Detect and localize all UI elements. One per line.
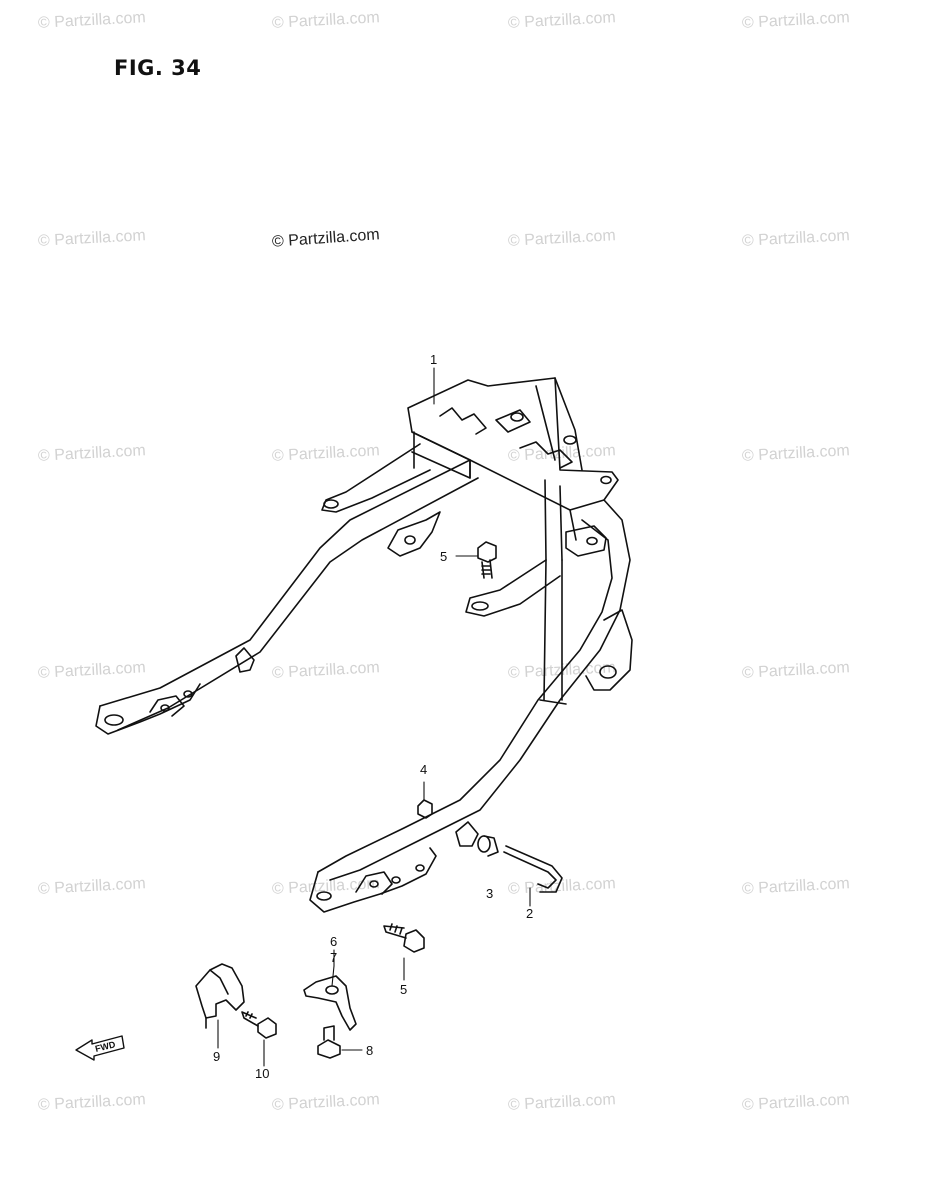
lower-loop-rail [309,499,633,913]
left-upper-rail [95,443,479,735]
callout-10: 10 [255,1066,269,1081]
callout-3: 3 [486,886,493,901]
callout-8: 8 [366,1043,373,1058]
center-tab-bracket [465,559,561,617]
forward-arrow-icon: FWD [75,1035,125,1061]
callout-7: 7 [330,950,337,965]
bolt-part-5-upper [477,541,497,579]
clamp-part-9 [195,963,245,1029]
screw-part-8 [317,1025,341,1059]
seat-rail-bracket-assembly [407,377,619,561]
bolt-part-10 [241,1011,277,1039]
callout-4: 4 [420,762,427,777]
hook-rod-part-2 [503,845,563,893]
callout-5-upper: 5 [440,549,447,564]
bolt-part-5-lower [383,923,425,953]
forward-arrow-label: FWD [94,1039,117,1054]
callout-6: 6 [330,934,337,949]
collar-part-3 [477,835,499,857]
callout-2: 2 [526,906,533,921]
callout-5-lower: 5 [400,982,407,997]
callout-9: 9 [213,1049,220,1064]
callout-1: 1 [430,352,437,367]
bracket-part-7 [303,975,357,1031]
figure-title: FIG. 34 [114,56,202,80]
nut-part-4 [417,799,433,819]
leader-lines [217,367,531,1067]
